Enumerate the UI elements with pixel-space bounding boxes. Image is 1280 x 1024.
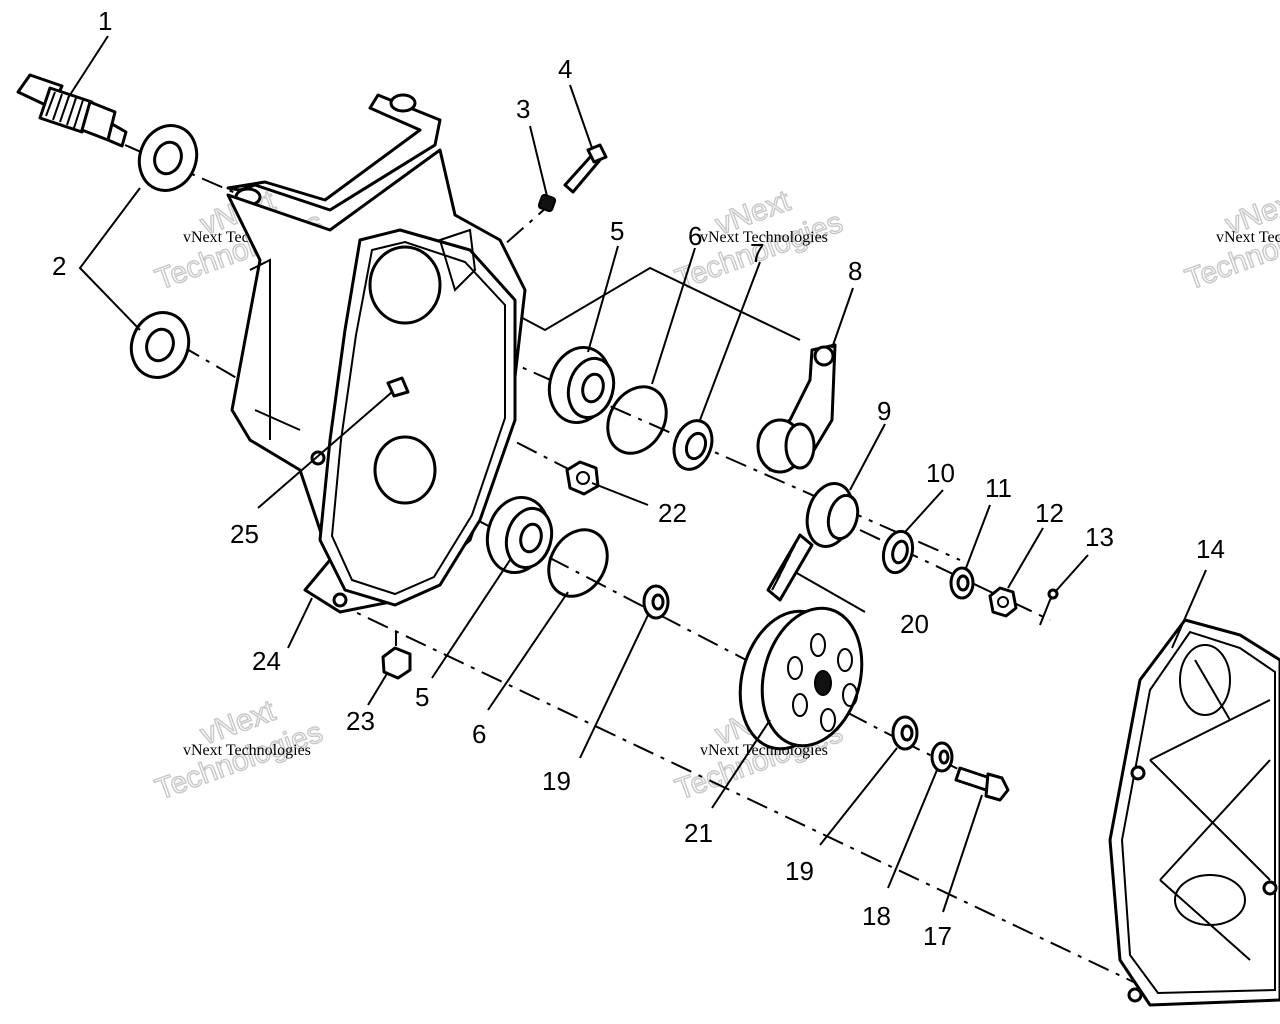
oil-seal-upper — [137, 124, 199, 192]
callout-14: 14 — [1196, 534, 1225, 564]
callout-4: 4 — [558, 54, 572, 84]
callout-3: 3 — [516, 94, 530, 124]
dowel-pin-25 — [386, 376, 410, 398]
callout-12: 12 — [1035, 498, 1064, 528]
callout-19-lower: 19 — [785, 856, 814, 886]
callout-6-lower: 6 — [472, 719, 486, 749]
nut-22 — [565, 460, 600, 496]
snap-ring-lower — [547, 528, 609, 598]
callout-5-upper: 5 — [610, 216, 624, 246]
callout-25: 25 — [230, 519, 259, 549]
callout-5-lower: 5 — [415, 682, 429, 712]
seal-7 — [672, 419, 714, 471]
lock-washer-18 — [930, 741, 954, 773]
callout-8: 8 — [848, 256, 862, 286]
callout-20: 20 — [900, 609, 929, 639]
callout-18: 18 — [862, 901, 891, 931]
chaincase-cover — [1108, 618, 1280, 1007]
callout-24: 24 — [252, 646, 281, 676]
drain-plug-23 — [381, 632, 412, 680]
leader-lines — [67, 35, 1207, 913]
callout-1: 1 — [98, 6, 112, 36]
callout-6-upper: 6 — [688, 221, 702, 251]
tensioner-bolt — [563, 143, 608, 194]
washer-11 — [949, 566, 975, 600]
callout-19-upper: 19 — [542, 766, 571, 796]
callout-21: 21 — [684, 818, 713, 848]
top-sprocket — [805, 482, 860, 548]
svg-text:vNext Technologies: vNext Technologies — [700, 229, 828, 246]
washer-10 — [881, 529, 915, 575]
watermark-3: vNext Technologies vNext Technologies — [1180, 183, 1280, 297]
lower-sprocket — [738, 606, 864, 751]
oil-seal-lower — [129, 311, 191, 379]
callout-23: 23 — [346, 706, 375, 736]
callout-11: 11 — [985, 473, 1012, 503]
watermark-4: vNext Technologies vNext Technologies — [150, 693, 327, 807]
callout-7: 7 — [750, 238, 764, 268]
callout-22: 22 — [658, 498, 687, 528]
snap-ring-upper — [606, 385, 668, 455]
callout-10: 10 — [926, 458, 955, 488]
nut-small — [537, 193, 557, 213]
washer-19-upper — [642, 584, 670, 620]
svg-text:vNext Technologies: vNext Technologies — [183, 742, 311, 759]
bearing-upper — [547, 345, 616, 425]
tensioner-arm — [756, 343, 837, 474]
bearing-lower — [485, 495, 554, 575]
svg-text:vNext Technologies: vNext Technologies — [1216, 229, 1280, 246]
bolt-17 — [954, 766, 1010, 802]
callout-numbers: 1 2 3 4 5 6 7 8 9 10 11 12 13 14 5 6 17 … — [52, 6, 1225, 951]
callout-9: 9 — [877, 396, 891, 426]
input-shaft — [16, 73, 128, 148]
chaincase-housing — [226, 93, 527, 614]
callout-17: 17 — [923, 921, 952, 951]
nut-12 — [988, 586, 1018, 618]
washer-19-lower — [891, 715, 919, 751]
callout-2: 2 — [52, 251, 66, 281]
cotter-pin-13 — [1039, 588, 1059, 626]
callout-13: 13 — [1085, 522, 1114, 552]
drive-chain — [766, 533, 814, 602]
